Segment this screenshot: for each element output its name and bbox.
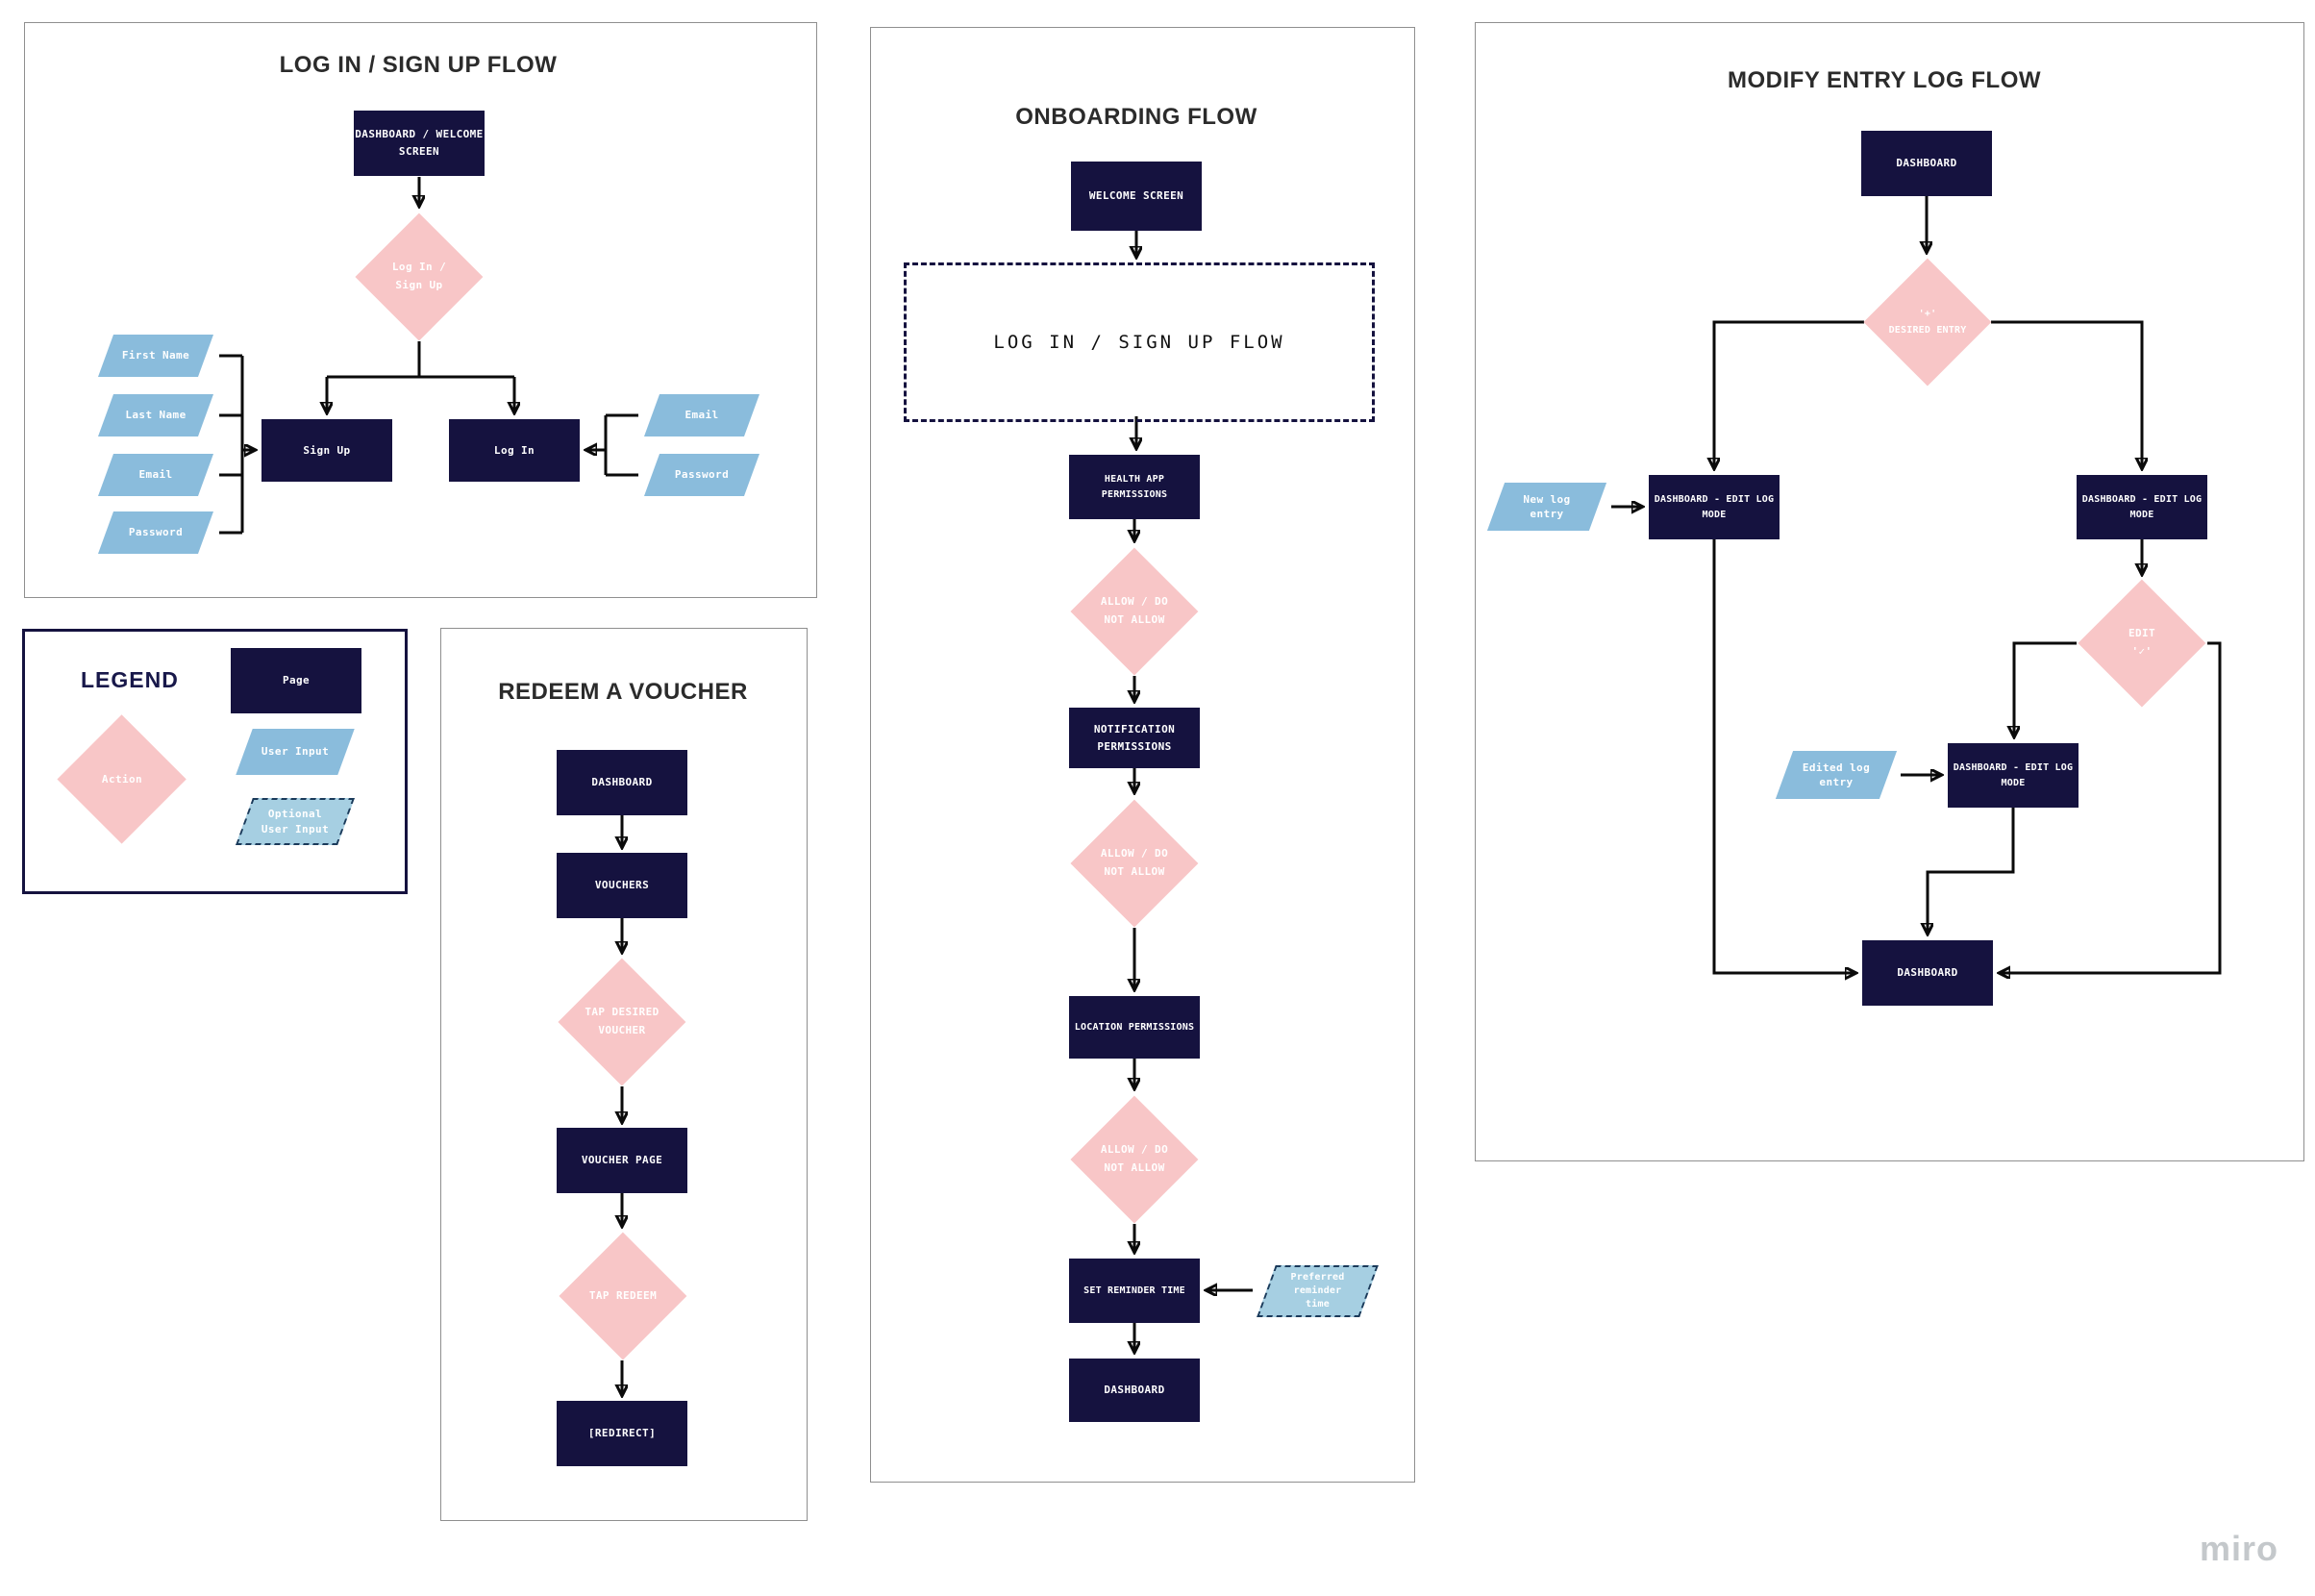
shape-label: DASHBOARD - EDIT LOG MODE xyxy=(2081,493,2203,520)
miro-watermark: miro xyxy=(2199,1529,2278,1568)
login-password-input[interactable]: Password xyxy=(638,454,765,496)
edit-log-mode-left-box[interactable]: DASHBOARD - EDIT LOG MODE xyxy=(1649,475,1780,539)
legend-action-diamond[interactable]: Action xyxy=(57,714,187,845)
shape-label: [REDIRECT] xyxy=(587,1427,657,1440)
shape-label: Preferred reminder time xyxy=(1290,1272,1345,1309)
onboarding-flow-title: ONBOARDING FLOW xyxy=(1015,104,1257,130)
voucher-dashboard-box[interactable]: DASHBOARD xyxy=(557,750,687,815)
shape-label: WELCOME SCREEN xyxy=(1088,189,1184,203)
vouchers-box[interactable]: VOUCHERS xyxy=(557,853,687,918)
modify-flow-title: MODIFY ENTRY LOG FLOW xyxy=(1727,67,2042,93)
shape-label: DASHBOARD xyxy=(1897,966,1958,980)
shape-label: Log In xyxy=(493,443,535,457)
shape-label: LOCATION PERMISSIONS xyxy=(1074,1021,1195,1033)
notification-permissions-box[interactable]: NOTIFICATION PERMISSIONS xyxy=(1069,708,1200,768)
allow-decision-2-diamond[interactable]: ALLOW / DO NOT ALLOW xyxy=(1070,799,1199,928)
preferred-reminder-time-input[interactable]: Preferred reminder time xyxy=(1253,1265,1382,1317)
shape-label: ALLOW / DO NOT ALLOW xyxy=(1100,1143,1169,1174)
login-signup-flow-ref[interactable]: LOG IN / SIGN UP FLOW xyxy=(904,262,1375,422)
location-permissions-box[interactable]: LOCATION PERMISSIONS xyxy=(1069,996,1200,1059)
shape-label: HEALTH APP PERMISSIONS xyxy=(1101,473,1168,500)
shape-label: Password xyxy=(128,526,184,539)
shape-label: ALLOW / DO NOT ALLOW xyxy=(1100,595,1169,626)
shape-label: EDIT '✓' xyxy=(2128,627,2156,658)
voucher-flow-panel xyxy=(440,628,808,1521)
allow-decision-1-diamond[interactable]: ALLOW / DO NOT ALLOW xyxy=(1070,547,1199,676)
shape-label: Optional User Input xyxy=(261,808,330,835)
shape-label: DASHBOARD - EDIT LOG MODE xyxy=(1654,493,1775,520)
onboarding-dashboard-box[interactable]: DASHBOARD xyxy=(1069,1359,1200,1422)
shape-label: Action xyxy=(101,772,143,786)
legend-user-input[interactable]: User Input xyxy=(231,729,360,775)
legend-panel xyxy=(22,629,408,894)
shape-label: Password xyxy=(674,468,730,482)
login-email-input[interactable]: Email xyxy=(638,394,765,436)
health-app-permissions-box[interactable]: HEALTH APP PERMISSIONS xyxy=(1069,455,1200,519)
shape-label: VOUCHER PAGE xyxy=(581,1154,663,1167)
edit-log-mode-right-box[interactable]: DASHBOARD - EDIT LOG MODE xyxy=(2077,475,2207,539)
shape-label: DASHBOARD / WELCOME SCREEN xyxy=(355,128,484,158)
login-flow-title: LOG IN / SIGN UP FLOW xyxy=(279,52,558,78)
edit-decision-diamond[interactable]: EDIT '✓' xyxy=(2078,579,2206,708)
shape-label: DASHBOARD xyxy=(591,776,653,789)
shape-label: Page xyxy=(282,674,311,687)
sign-up-box[interactable]: Sign Up xyxy=(261,419,392,482)
shape-label: First Name xyxy=(121,349,190,362)
voucher-flow-title: REDEEM A VOUCHER xyxy=(498,679,748,705)
legend-page-box[interactable]: Page xyxy=(231,648,361,713)
set-reminder-time-box[interactable]: SET REMINDER TIME xyxy=(1069,1259,1200,1323)
shape-label: Log In / Sign Up xyxy=(391,261,447,291)
redirect-box[interactable]: [REDIRECT] xyxy=(557,1401,687,1466)
welcome-screen-box[interactable]: WELCOME SCREEN xyxy=(1071,162,1202,231)
shape-label: Sign Up xyxy=(303,443,351,457)
legend-optional-user-input[interactable]: Optional User Input xyxy=(231,798,360,845)
shape-label: DASHBOARD xyxy=(1896,157,1957,170)
password-input[interactable]: Password xyxy=(92,511,219,554)
shape-label: DASHBOARD xyxy=(1104,1384,1165,1397)
new-log-entry-input[interactable]: New log entry xyxy=(1482,483,1611,531)
shape-label: Email xyxy=(138,468,173,482)
allow-decision-3-diamond[interactable]: ALLOW / DO NOT ALLOW xyxy=(1070,1095,1199,1224)
shape-label: Last Name xyxy=(125,409,187,422)
shape-label: TAP DESIRED VOUCHER xyxy=(585,1006,660,1036)
shape-label: VOUCHERS xyxy=(594,879,650,892)
last-name-input[interactable]: Last Name xyxy=(92,394,219,436)
login-flow-panel xyxy=(24,22,817,598)
shape-label: New log entry xyxy=(1523,492,1571,520)
edit-log-mode-middle-box[interactable]: DASHBOARD - EDIT LOG MODE xyxy=(1948,743,2079,808)
modify-dashboard-bottom-box[interactable]: DASHBOARD xyxy=(1862,940,1993,1006)
voucher-page-box[interactable]: VOUCHER PAGE xyxy=(557,1128,687,1193)
shape-label: DASHBOARD - EDIT LOG MODE xyxy=(1953,761,2074,788)
tap-redeem-diamond[interactable]: TAP REDEEM xyxy=(559,1232,687,1360)
shape-label: Edited log entry xyxy=(1802,761,1871,788)
legend-title: LEGEND xyxy=(81,667,179,692)
shape-label: '+' DESIRED ENTRY xyxy=(1888,309,1967,336)
shape-label: ALLOW / DO NOT ALLOW xyxy=(1100,847,1169,878)
email-input[interactable]: Email xyxy=(92,454,219,496)
login-signup-decision-diamond[interactable]: Log In / Sign Up xyxy=(355,212,484,341)
onboarding-flow-panel xyxy=(870,27,1415,1483)
first-name-input[interactable]: First Name xyxy=(92,335,219,377)
shape-label: NOTIFICATION PERMISSIONS xyxy=(1093,722,1176,753)
shape-label: User Input xyxy=(261,745,330,759)
log-in-box[interactable]: Log In xyxy=(449,419,580,482)
shape-label: Email xyxy=(685,409,719,422)
modify-dashboard-top-box[interactable]: DASHBOARD xyxy=(1861,131,1992,196)
shape-label: LOG IN / SIGN UP FLOW xyxy=(993,331,1285,353)
shape-label: TAP REDEEM xyxy=(588,1288,658,1302)
edited-log-entry-input[interactable]: Edited log entry xyxy=(1771,751,1902,799)
dashboard-welcome-box[interactable]: DASHBOARD / WELCOME SCREEN xyxy=(354,111,485,176)
tap-desired-voucher-diamond[interactable]: TAP DESIRED VOUCHER xyxy=(558,958,686,1086)
shape-label: SET REMINDER TIME xyxy=(1083,1284,1185,1296)
entry-decision-diamond[interactable]: '+' DESIRED ENTRY xyxy=(1863,258,1992,387)
modify-flow-panel xyxy=(1475,22,2304,1161)
